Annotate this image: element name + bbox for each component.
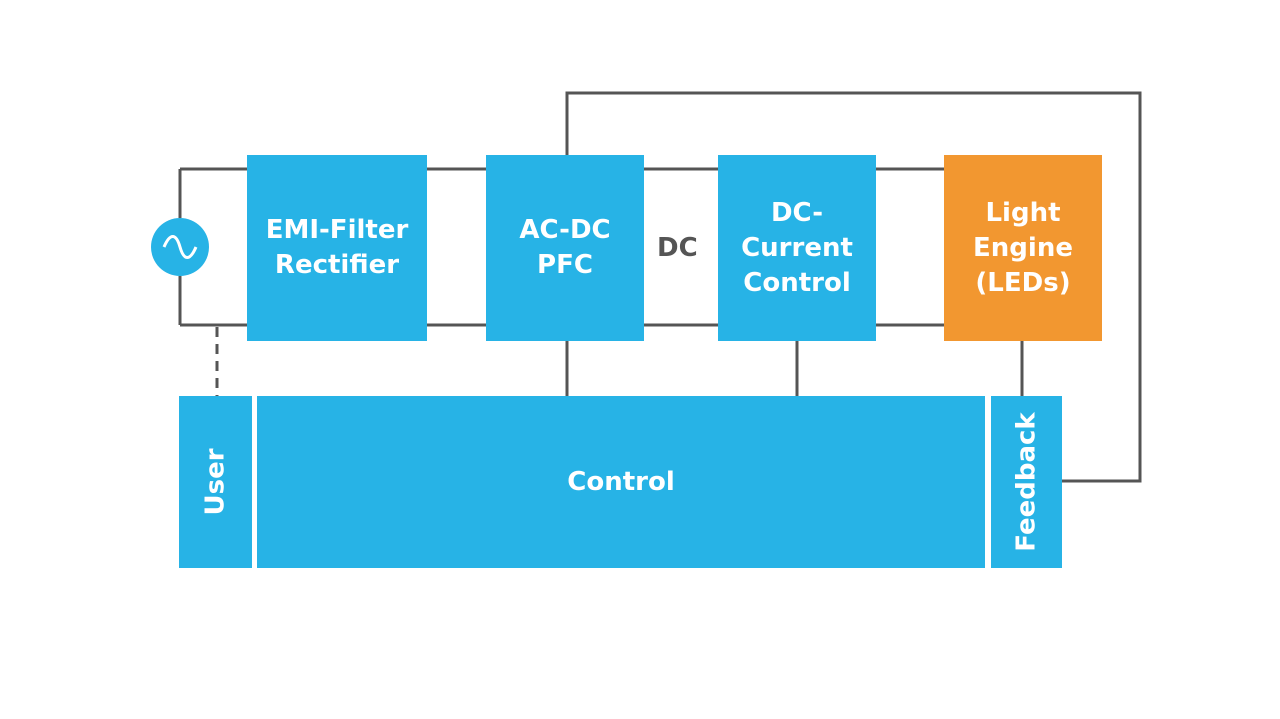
user-block: User — [179, 396, 252, 568]
light-engine-block: Light Engine (LEDs) — [944, 155, 1102, 341]
feedback-loop — [565, 91, 1142, 483]
emi-filter-rectifier-block: EMI-Filter Rectifier — [247, 155, 427, 341]
ac-dc-pfc-block: AC-DC PFC — [486, 155, 644, 341]
dc-bus-label: DC — [657, 233, 698, 263]
control-block: Control — [257, 396, 985, 568]
feedback-label: Feedback — [1011, 412, 1042, 552]
user-label: User — [200, 448, 231, 516]
dc-current-control-block: DC- Current Control — [718, 155, 876, 341]
feedback-block: Feedback — [991, 396, 1062, 568]
ac-source-icon — [151, 218, 209, 276]
